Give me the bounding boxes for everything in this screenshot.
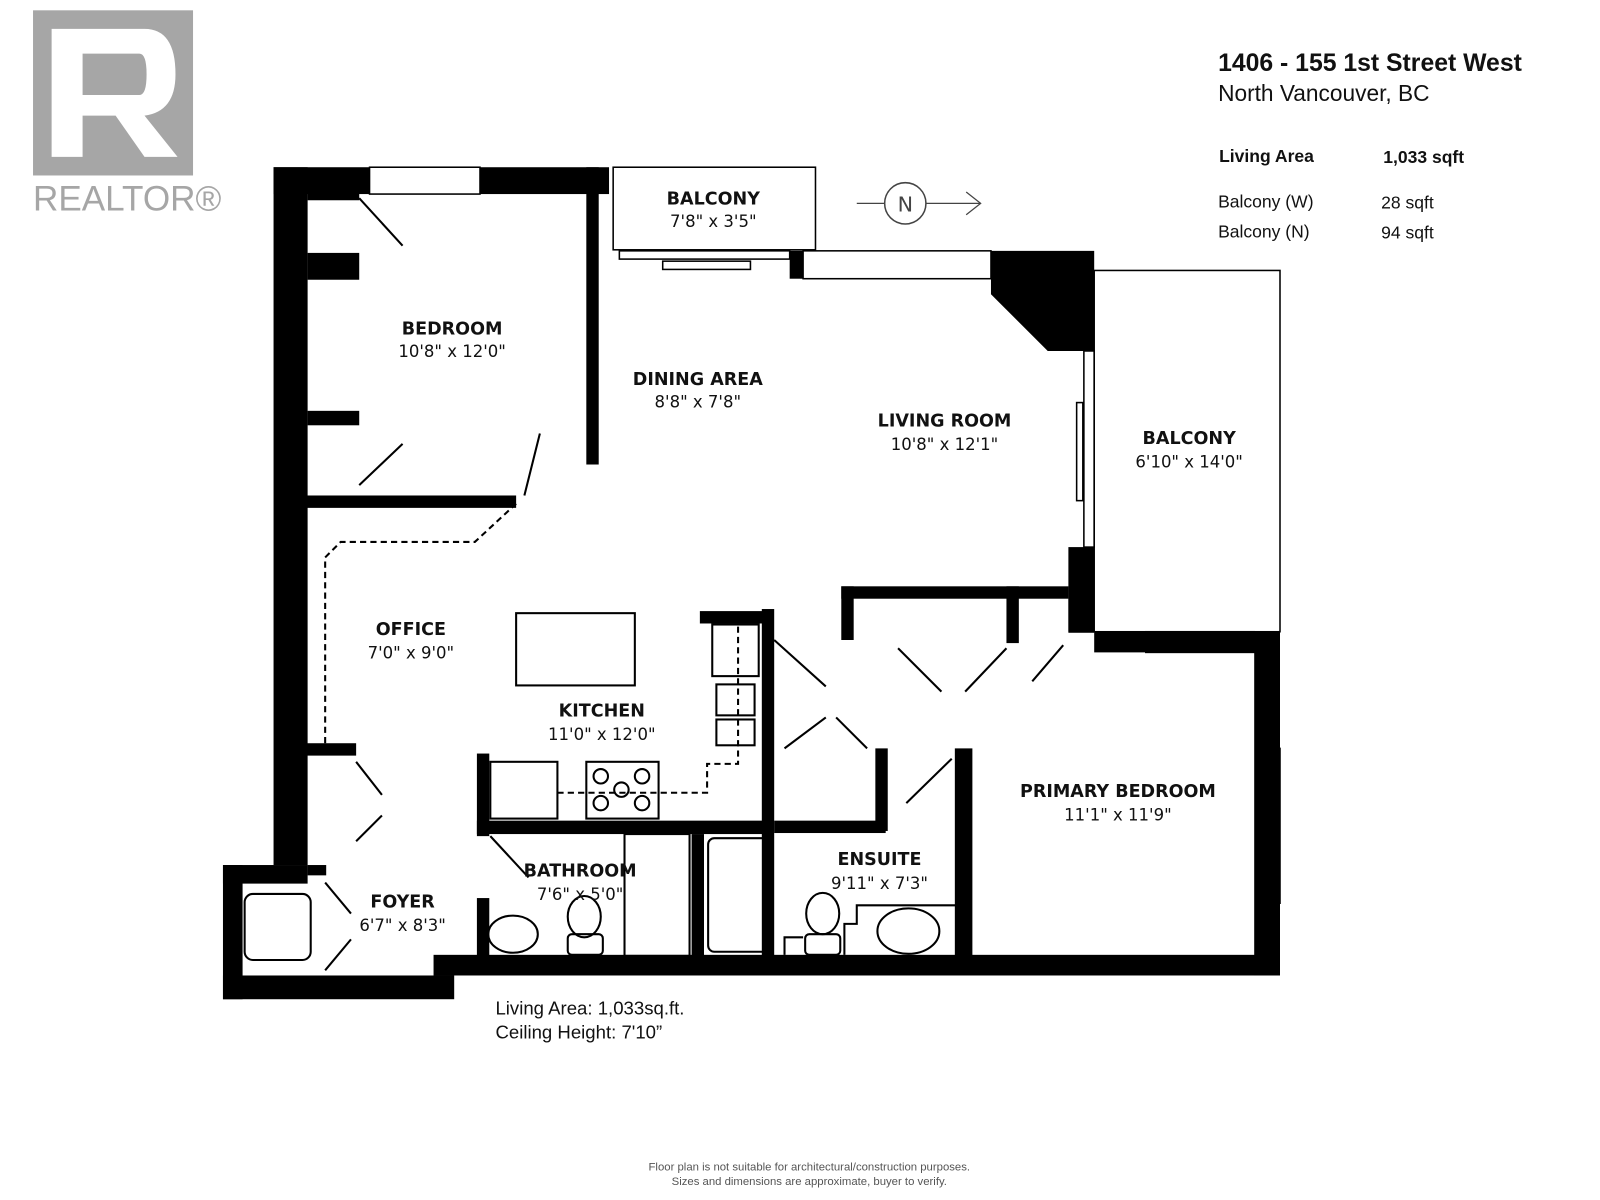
room-kitchen: KITCHEN 11'0" x 12'0" bbox=[548, 701, 656, 744]
svg-text:OFFICE: OFFICE bbox=[376, 620, 446, 640]
svg-text:6'7" x 8'3": 6'7" x 8'3" bbox=[359, 916, 446, 935]
svg-text:ENSUITE: ENSUITE bbox=[837, 850, 921, 870]
room-dining-area: DINING AREA 8'8" x 7'8" bbox=[633, 370, 763, 412]
svg-text:KITCHEN: KITCHEN bbox=[559, 701, 645, 721]
room-ensuite: ENSUITE 9'11" x 7'3" bbox=[831, 850, 928, 893]
svg-text:9'11" x 7'3": 9'11" x 7'3" bbox=[831, 874, 928, 893]
svg-text:7'0" x 9'0": 7'0" x 9'0" bbox=[368, 644, 455, 663]
area-value: 1,033 sqft bbox=[1383, 147, 1464, 167]
area-value: 28 sqft bbox=[1381, 193, 1434, 213]
svg-text:8'8" x 7'8": 8'8" x 7'8" bbox=[655, 393, 742, 412]
room-office: OFFICE 7'0" x 9'0" bbox=[368, 620, 455, 663]
svg-text:BATHROOM: BATHROOM bbox=[524, 861, 637, 881]
walls bbox=[222, 166, 1281, 1000]
svg-text:10'8" x 12'1": 10'8" x 12'1" bbox=[891, 435, 999, 454]
svg-text:LIVING ROOM: LIVING ROOM bbox=[878, 411, 1012, 431]
svg-text:10'8" x 12'0": 10'8" x 12'0" bbox=[398, 342, 506, 361]
svg-text:BEDROOM: BEDROOM bbox=[402, 319, 503, 339]
fixtures bbox=[243, 197, 1065, 971]
room-living-room: LIVING ROOM 10'8" x 12'1" bbox=[878, 411, 1012, 454]
disclaimer-line-1: Floor plan is not suitable for architect… bbox=[649, 1162, 971, 1174]
svg-text:7'8" x 3'5": 7'8" x 3'5" bbox=[670, 212, 757, 231]
room-foyer: FOYER 6'7" x 8'3" bbox=[359, 892, 446, 935]
svg-text:7'6" x 5'0": 7'6" x 5'0" bbox=[537, 885, 624, 904]
room-balcony-west: BALCONY 6'10" x 14'0" bbox=[1135, 429, 1243, 472]
svg-text:REALTOR®: REALTOR® bbox=[33, 180, 221, 219]
svg-text:BALCONY: BALCONY bbox=[1143, 429, 1237, 449]
address-title: 1406 - 155 1st Street West bbox=[1218, 50, 1522, 77]
city-subtitle: North Vancouver, BC bbox=[1218, 80, 1429, 106]
north-arrow-icon: N bbox=[856, 181, 982, 225]
area-value: 94 sqft bbox=[1381, 222, 1434, 242]
svg-text:BALCONY: BALCONY bbox=[667, 189, 761, 209]
svg-text:N: N bbox=[898, 193, 913, 217]
area-label: Balcony (W) bbox=[1218, 191, 1313, 211]
room-primary-bedroom: PRIMARY BEDROOM 11'1" x 11'9" bbox=[1020, 782, 1216, 825]
area-label: Living Area bbox=[1219, 146, 1314, 166]
svg-text:PRIMARY BEDROOM: PRIMARY BEDROOM bbox=[1020, 782, 1216, 802]
disclaimer-line-2: Sizes and dimensions are approximate, bu… bbox=[672, 1176, 947, 1188]
svg-text:6'10" x 14'0": 6'10" x 14'0" bbox=[1135, 453, 1243, 472]
room-balcony-north: BALCONY 7'8" x 3'5" bbox=[667, 189, 761, 231]
living-area-note: Living Area: 1,033sq.ft. bbox=[495, 998, 684, 1019]
room-bathroom: BATHROOM 7'6" x 5'0" bbox=[524, 861, 637, 904]
svg-text:DINING AREA: DINING AREA bbox=[633, 370, 763, 390]
svg-text:11'1" x 11'9": 11'1" x 11'9" bbox=[1064, 806, 1172, 825]
svg-text:FOYER: FOYER bbox=[370, 892, 435, 912]
area-label: Balcony (N) bbox=[1218, 221, 1310, 241]
room-bedroom: BEDROOM 10'8" x 12'0" bbox=[398, 319, 506, 361]
ceiling-height-note: Ceiling Height: 7'10” bbox=[495, 1021, 662, 1042]
realtor-logo: REALTOR® bbox=[33, 10, 221, 219]
svg-text:11'0" x 12'0": 11'0" x 12'0" bbox=[548, 725, 656, 744]
